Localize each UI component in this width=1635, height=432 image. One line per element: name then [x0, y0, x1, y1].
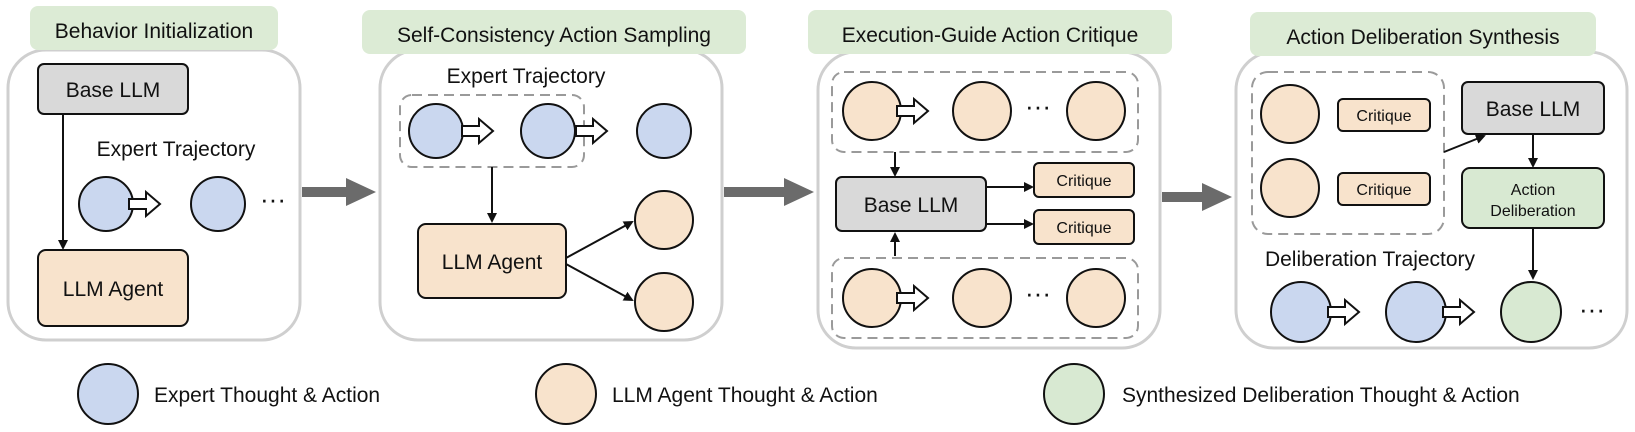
stage-title-badge	[808, 10, 1172, 54]
dashed-group	[1251, 71, 1445, 235]
stage-title: Action Deliberation Synthesis	[1286, 26, 1559, 49]
critique-box	[1033, 162, 1135, 198]
stage-arrow	[1162, 183, 1232, 211]
agent-node	[1260, 158, 1320, 218]
dashed-group	[831, 257, 1139, 339]
stage-title: Behavior Initialization	[55, 20, 253, 43]
critique-box	[1337, 172, 1431, 206]
expert-node	[190, 176, 246, 232]
arrow-right	[1443, 134, 1486, 153]
expert-node	[636, 103, 692, 159]
panel-execution-guide-critique: Execution-Guide Action Critique ··· Base…	[808, 10, 1172, 350]
expert-trajectory-label: Expert Trajectory	[447, 65, 606, 88]
expert-node	[408, 103, 464, 159]
arrow-branch	[565, 263, 634, 301]
expert-node	[1270, 281, 1332, 343]
dashed-group	[831, 71, 1139, 153]
agent-node	[952, 268, 1012, 328]
panel-self-consistency-sampling: Self-Consistency Action Sampling Expert …	[362, 10, 746, 342]
arrow-branch	[565, 221, 634, 259]
hollow-arrow-icon	[1327, 297, 1361, 327]
llm-agent-label: LLM Agent	[63, 278, 164, 301]
stage-title-badge	[1250, 12, 1596, 56]
ellipsis: ···	[1025, 278, 1051, 308]
expert-node	[78, 176, 134, 232]
action-deliberation-line1: Action	[1511, 182, 1555, 199]
expert-node	[520, 103, 576, 159]
llm-agent-label: LLM Agent	[442, 251, 543, 274]
deliberation-trajectory-label: Deliberation Trajectory	[1265, 248, 1476, 271]
ellipsis: ···	[1025, 91, 1051, 121]
base-llm-label: Base LLM	[1486, 98, 1581, 121]
stage-arrow	[302, 178, 376, 206]
expert-trajectory-label: Expert Trajectory	[97, 138, 256, 161]
agent-node	[634, 190, 694, 250]
action-deliberation-line2: Deliberation	[1490, 203, 1575, 220]
llm-agent-box	[37, 249, 189, 327]
stage-arrow	[724, 178, 814, 206]
legend: Expert Thought & Action LLM Agent Though…	[77, 363, 1520, 425]
hollow-arrow-icon	[461, 116, 495, 146]
agent-node	[842, 268, 902, 328]
base-llm-box	[835, 176, 987, 232]
hollow-arrow-icon	[896, 96, 930, 126]
agent-node	[1066, 268, 1126, 328]
critique-label: Critique	[1056, 220, 1111, 237]
agent-node	[634, 272, 694, 332]
critique-label: Critique	[1356, 108, 1411, 125]
agent-node	[1260, 84, 1320, 144]
ellipsis: ···	[1579, 294, 1605, 324]
agent-node	[1066, 81, 1126, 141]
critique-box	[1033, 209, 1135, 245]
panel-action-deliberation-synthesis: Action Deliberation Synthesis Critique C…	[1234, 12, 1629, 350]
base-llm-label: Base LLM	[864, 194, 959, 217]
stage-title: Execution-Guide Action Critique	[842, 24, 1139, 47]
critique-box	[1337, 98, 1431, 132]
synthesized-node	[1500, 281, 1562, 343]
agent-node	[952, 81, 1012, 141]
legend-label-synthesized: Synthesized Deliberation Thought & Actio…	[1122, 384, 1520, 407]
hollow-arrow-icon	[896, 283, 930, 313]
expert-node	[1385, 281, 1447, 343]
hollow-arrow-icon	[575, 116, 609, 146]
llm-agent-box	[417, 223, 567, 299]
legend-label-expert: Expert Thought & Action	[154, 384, 380, 407]
ellipsis: ···	[260, 184, 286, 214]
agent-node	[842, 81, 902, 141]
legend-swatch-synthesized	[1043, 363, 1105, 425]
legend-swatch-agent	[535, 363, 597, 425]
critique-label: Critique	[1356, 182, 1411, 199]
hollow-arrow-icon	[1442, 297, 1476, 327]
panel-behavior-initialization: Behavior Initialization Base LLM Expert …	[6, 6, 302, 342]
legend-label-agent: LLM Agent Thought & Action	[612, 384, 878, 407]
hollow-arrow-icon	[128, 189, 162, 219]
stage-title: Self-Consistency Action Sampling	[397, 24, 711, 47]
critique-label: Critique	[1056, 173, 1111, 190]
base-llm-box	[37, 63, 189, 115]
stage-title-badge	[362, 10, 746, 54]
legend-swatch-expert	[77, 363, 139, 425]
stage-title-badge	[30, 6, 278, 50]
base-llm-label: Base LLM	[66, 79, 161, 102]
